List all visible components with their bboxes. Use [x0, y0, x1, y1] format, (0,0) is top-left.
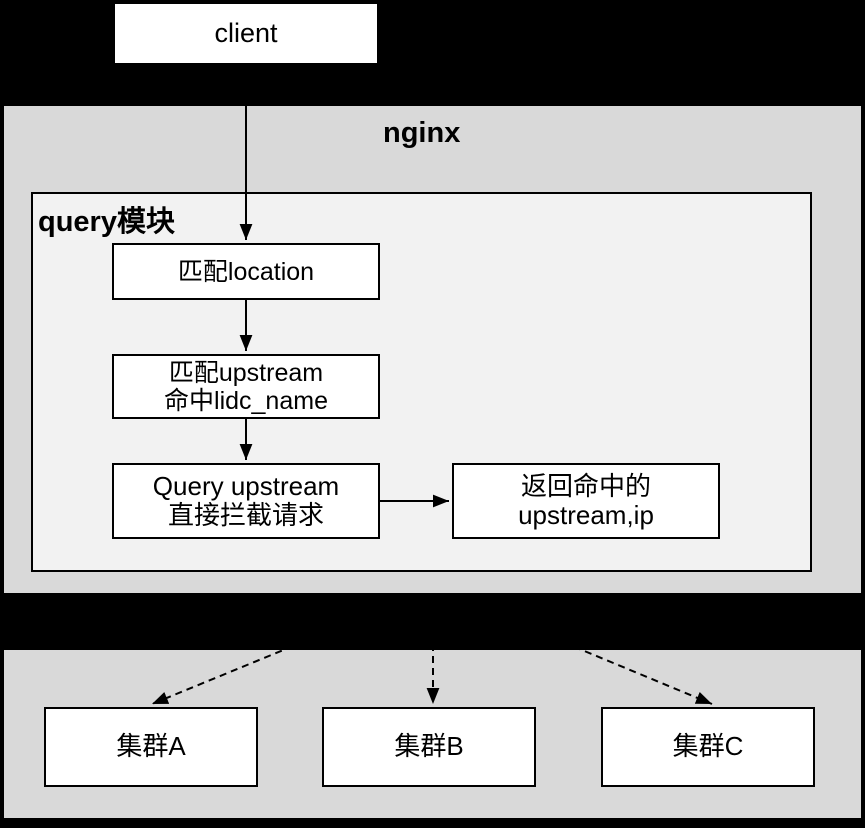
- node-cluster-c[interactable]: 集群C: [601, 707, 815, 787]
- node-match-location[interactable]: 匹配location: [112, 243, 380, 300]
- band-occluder: [0, 593, 865, 650]
- node-query-upstream[interactable]: Query upstream 直接拦截请求: [112, 463, 380, 539]
- node-cluster-b[interactable]: 集群B: [322, 707, 536, 787]
- node-cluster-a[interactable]: 集群A: [44, 707, 258, 787]
- node-match-upstream[interactable]: 匹配upstream 命中lidc_name: [112, 354, 380, 419]
- node-return-upstream[interactable]: 返回命中的 upstream,ip: [452, 463, 720, 539]
- client-node[interactable]: client: [113, 2, 379, 65]
- query-module-title: query模块: [38, 206, 175, 238]
- nginx-panel-title: nginx: [383, 117, 461, 149]
